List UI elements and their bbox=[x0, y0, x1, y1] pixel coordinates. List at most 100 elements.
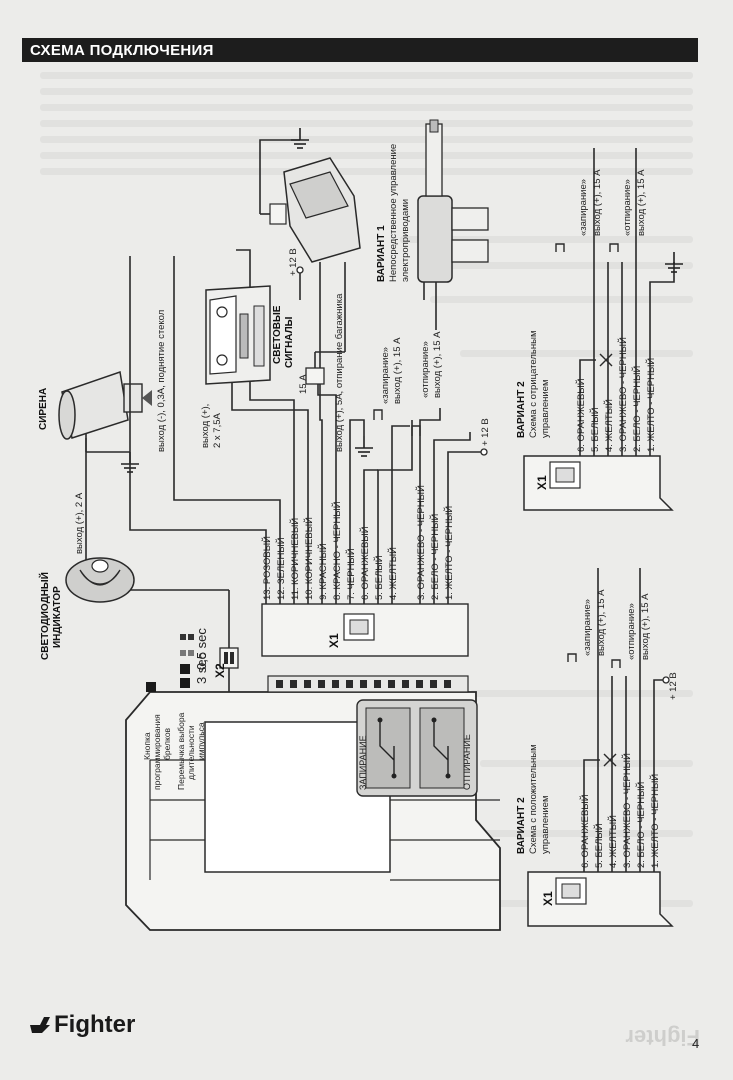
v2neg-pin: 4. ЖЕЛТЫЙ bbox=[603, 399, 615, 452]
variant2-pos-wires bbox=[583, 568, 666, 872]
variant2-neg-desc-1: Схема с отрицательным bbox=[528, 331, 539, 438]
siren-icon bbox=[58, 371, 152, 560]
bleed-through-line bbox=[40, 72, 693, 79]
variant2-neg-title: ВАРИАНТ 2 bbox=[516, 381, 527, 438]
x1-label: X1 bbox=[327, 633, 341, 648]
plus12-x1-terminal bbox=[480, 448, 488, 456]
bleed-through-line bbox=[420, 262, 693, 269]
variant2-pos-desc-2: управлением bbox=[540, 796, 551, 854]
v2neg-pin: 3. ОРАНЖЕВО - ЧЕРНЫЙ bbox=[617, 337, 629, 452]
v2neg-lock-output: выход (+), 15 А bbox=[592, 169, 603, 236]
x1-pin: 13. РОЗОВЫЙ bbox=[261, 536, 273, 600]
variant2-neg-connector bbox=[523, 455, 674, 511]
relay-lock-label: ЗАПИРАНИЕ bbox=[358, 735, 368, 790]
alarm-control-unit bbox=[125, 675, 501, 931]
door-actuator-icon bbox=[417, 119, 489, 330]
x1-pin: 8. КРАСНО - ЧЕРНЫЙ bbox=[331, 501, 343, 600]
v2pos-lock-label: «запирание» bbox=[582, 599, 593, 656]
brand-logo: Fighter bbox=[28, 1010, 135, 1039]
brand-mark-icon bbox=[30, 1017, 50, 1033]
v2neg-lock-label: «запирание» bbox=[578, 179, 589, 236]
bleed-through-line bbox=[40, 168, 693, 175]
v2pos-pin: 3. ОРАНЖЕВО - ЧЕРНЫЙ bbox=[621, 753, 633, 868]
section-title: СХЕМА ПОДКЛЮЧЕНИЯ bbox=[30, 42, 214, 59]
v2pos-pin: 5. БЕЛЫЙ bbox=[593, 823, 605, 868]
prog-button-label-2: программирования bbox=[152, 714, 162, 790]
bleed-through-line bbox=[40, 136, 693, 143]
lock-label: «запирание» bbox=[380, 347, 391, 404]
unlock-label: «отпирание» bbox=[420, 341, 431, 398]
unlock-output-label: выход (+), 15 А bbox=[432, 331, 443, 398]
led-indicator-icon bbox=[65, 557, 135, 603]
x1-pin: 9. КРАСНЫЙ bbox=[317, 543, 329, 600]
v2pos-pin: 2. БЕЛО - ЧЕРНЫЙ bbox=[635, 782, 647, 868]
v2neg-pin: 5. БЕЛЫЙ bbox=[589, 407, 601, 452]
prog-button-label-1: Кнопка bbox=[142, 732, 152, 760]
brand-bleed-through: Fighter bbox=[625, 1025, 700, 1050]
x1-pin: 1. ЖЕЛТО - ЧЕРНЫЙ bbox=[443, 506, 455, 600]
x2-connector bbox=[130, 589, 239, 692]
lock-output-label: выход (+), 15 А bbox=[392, 337, 403, 404]
v2pos-pin: 4. ЖЕЛТЫЙ bbox=[607, 815, 619, 868]
bleed-through-line bbox=[470, 830, 693, 837]
v2pos-pin: 6. ОРАНЖЕВЫЙ bbox=[579, 794, 591, 868]
relay-unlock-label: ОТПИРАНИЕ bbox=[462, 734, 472, 790]
plus12-top-terminal bbox=[296, 266, 304, 300]
fuse-label: 15 А bbox=[298, 374, 309, 394]
led-title-line2: ИНДИКАТОР bbox=[52, 586, 63, 648]
v2neg-pin: 6. ОРАНЖЕВЫЙ bbox=[575, 378, 587, 452]
fuse-icon bbox=[305, 262, 346, 385]
v2pos-unlock-label: «отпирание» bbox=[626, 603, 637, 660]
jumper-label-1: Перемычка выбора bbox=[176, 712, 186, 790]
variant2-pos-connector bbox=[527, 871, 674, 927]
bleed-through-line bbox=[480, 760, 693, 767]
jumper-label-2: длительности bbox=[186, 725, 196, 780]
v2pos-lock-output: выход (+), 15 А bbox=[596, 589, 607, 656]
prog-button-label-3: брелков bbox=[162, 727, 172, 760]
plus12-x1-label: + 12 В bbox=[480, 418, 491, 446]
bleed-through-line bbox=[40, 88, 693, 95]
pulse-option-05: 0,5 sec bbox=[194, 628, 209, 670]
x1-connector bbox=[261, 603, 469, 657]
pulse-symbols bbox=[373, 243, 621, 668]
x1-pin: 7. ЧЕРНЫЙ bbox=[345, 548, 357, 600]
bleed-through-line bbox=[40, 152, 693, 159]
x1-pin: 6. ОРАНЖЕВЫЙ bbox=[359, 526, 371, 600]
x1-pin: 5. БЕЛЫЙ bbox=[373, 555, 385, 600]
bleed-through-line bbox=[40, 104, 693, 111]
trunk-output-label: выход (+), 5А, отпирание багажника bbox=[334, 293, 345, 452]
plus12-terminal bbox=[662, 676, 670, 684]
variant2-pos-connector-label: X1 bbox=[541, 891, 555, 906]
variant2-pos-title: ВАРИАНТ 2 bbox=[516, 797, 527, 854]
variant2-pos-desc-1: Схема с положительным bbox=[528, 744, 539, 854]
pulse-option-3: 3 sec bbox=[194, 652, 209, 684]
variant2-neg-desc-2: управлением bbox=[540, 380, 551, 438]
x1-pin: 3. ОРАНЖЕВО - ЧЕРНЫЙ bbox=[415, 485, 427, 600]
v2neg-unlock-output: выход (+), 15 А bbox=[636, 169, 647, 236]
x1-pin: 11. КОРИЧНЕВЫЙ bbox=[289, 518, 301, 600]
wire-cut-mark bbox=[599, 353, 613, 367]
v2neg-pin: 2. БЕЛО - ЧЕРНЫЙ bbox=[631, 366, 643, 452]
x1-pin: 10. КОРИЧНЕВЫЙ bbox=[303, 517, 315, 600]
siren-title: СИРЕНА bbox=[38, 388, 49, 430]
variant1-desc-1: Непосредственное управление bbox=[388, 144, 399, 282]
bleed-through-line bbox=[400, 236, 693, 243]
x1-pin: 2. БЕЛО - ЧЕРНЫЙ bbox=[429, 514, 441, 600]
v2pos-unlock-output: выход (+), 15 А bbox=[640, 593, 651, 660]
v2neg-unlock-label: «отпирание» bbox=[622, 179, 633, 236]
brand-name: Fighter bbox=[54, 1011, 136, 1038]
variant1-desc-2: электроприводами bbox=[400, 199, 411, 282]
pulse-jumper bbox=[180, 634, 194, 688]
v2neg-pin: 1. ЖЕЛТО - ЧЕРНЫЙ bbox=[645, 358, 657, 452]
trunk-actuator-icon bbox=[259, 127, 361, 290]
x1-wires bbox=[129, 249, 484, 604]
variant1-title: ВАРИАНТ 1 bbox=[376, 225, 387, 282]
x1-pin: 12. ЗЕЛЕНЫЙ bbox=[275, 537, 287, 600]
section-header-bar: СХЕМА ПОДКЛЮЧЕНИЯ bbox=[22, 38, 698, 62]
plus12-top-label: + 12 В bbox=[288, 248, 299, 276]
v2pos-plus12-label: + 12 В bbox=[668, 672, 679, 700]
lights-output-label-2: 2 х 7,5А bbox=[212, 412, 223, 448]
bleed-through-line bbox=[40, 120, 693, 127]
